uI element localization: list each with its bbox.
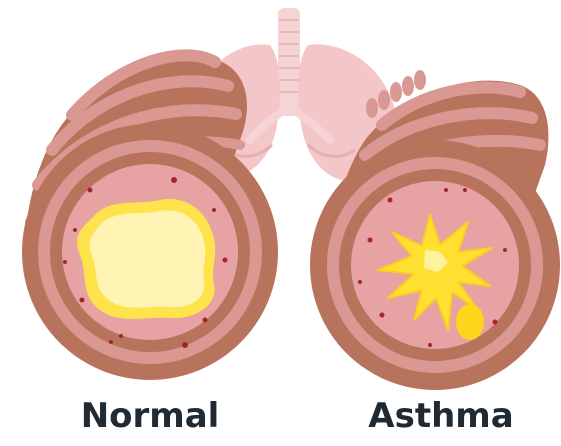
normal-label: Normal xyxy=(50,396,250,436)
normal-airway-cross-section xyxy=(22,55,278,380)
asthma-label: Asthma xyxy=(341,396,541,436)
